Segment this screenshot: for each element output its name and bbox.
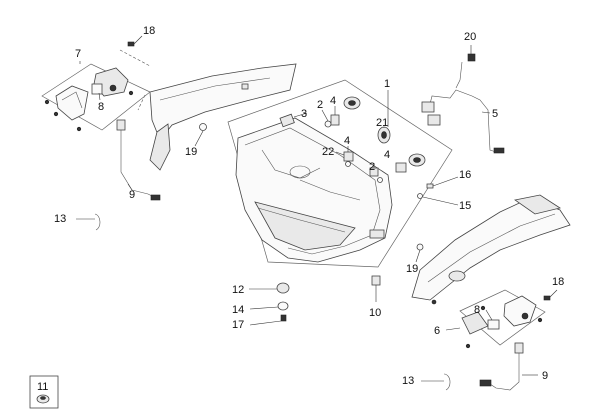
callout-9-left: 9 [129, 189, 135, 201]
part-11-box [29, 375, 59, 409]
headlight-unit [235, 117, 393, 263]
callout-3: 3 [301, 108, 307, 120]
callout-18-lower: 18 [552, 276, 564, 288]
bulb-2-upper [321, 109, 332, 128]
bulb-socket-3 [279, 112, 308, 128]
callout-4-upper: 4 [330, 95, 336, 107]
indicator-frame-right [459, 289, 546, 346]
screw-18-lower [543, 289, 558, 301]
callout-19-lower: 19 [406, 263, 418, 275]
screw-18-upper [127, 35, 143, 47]
callout-9-right: 9 [542, 370, 548, 382]
callout-21: 21 [376, 117, 388, 129]
callout-20: 20 [464, 31, 476, 43]
nut-19-upper [194, 123, 207, 147]
callout-13-right: 13 [402, 375, 414, 387]
bulb-2-lower [369, 163, 383, 183]
rubber-caps-21 [343, 96, 426, 167]
clip-20 [467, 45, 476, 62]
nut-19-lower [415, 243, 424, 263]
screw-17 [249, 314, 287, 326]
callout-8-right: 8 [474, 304, 480, 316]
callout-5: 5 [492, 108, 498, 120]
callout-17: 17 [232, 319, 244, 331]
turn-indicator-left [44, 67, 134, 132]
clip-10 [371, 275, 381, 302]
callout-14: 14 [232, 304, 244, 316]
bulb-4-upper [330, 106, 340, 126]
callout-15: 15 [459, 200, 471, 212]
grommet-12 [249, 282, 290, 294]
callout-13-left: 13 [54, 213, 66, 225]
callout-2-upper: 2 [317, 99, 323, 111]
wiring-harness-5 [421, 61, 505, 154]
callout-16: 16 [459, 169, 471, 181]
callout-11: 11 [37, 381, 48, 393]
nut-15 [417, 193, 459, 206]
callout-4-lower-right: 4 [384, 149, 390, 161]
wiring-9-left [116, 119, 161, 201]
turn-indicator-right [461, 295, 543, 349]
bulb-4-lower [343, 146, 354, 162]
clamp-13-right [421, 373, 451, 391]
callout-6: 6 [434, 325, 440, 337]
callout-7: 7 [75, 48, 81, 60]
callout-19-upper: 19 [185, 146, 197, 158]
indicator-frame-left [41, 63, 151, 131]
callout-2-lower: 2 [369, 161, 375, 173]
callout-12: 12 [232, 284, 244, 296]
bulb-4-lower-right [395, 162, 407, 173]
bushing-14 [249, 301, 289, 311]
bulb-22 [335, 151, 351, 167]
callout-22: 22 [322, 146, 334, 158]
clamp-13-left [76, 213, 101, 231]
screw-16 [426, 176, 459, 189]
callout-10: 10 [369, 307, 381, 319]
callout-4-lower: 4 [344, 135, 350, 147]
callout-8-left: 8 [98, 101, 104, 113]
bulb-8-left [98, 92, 101, 101]
lower-fairing-right [411, 194, 571, 305]
callout-18-upper: 18 [143, 25, 155, 37]
upper-fairing-left [137, 63, 297, 171]
callout-1: 1 [384, 78, 390, 90]
wiring-9-right [479, 342, 538, 391]
